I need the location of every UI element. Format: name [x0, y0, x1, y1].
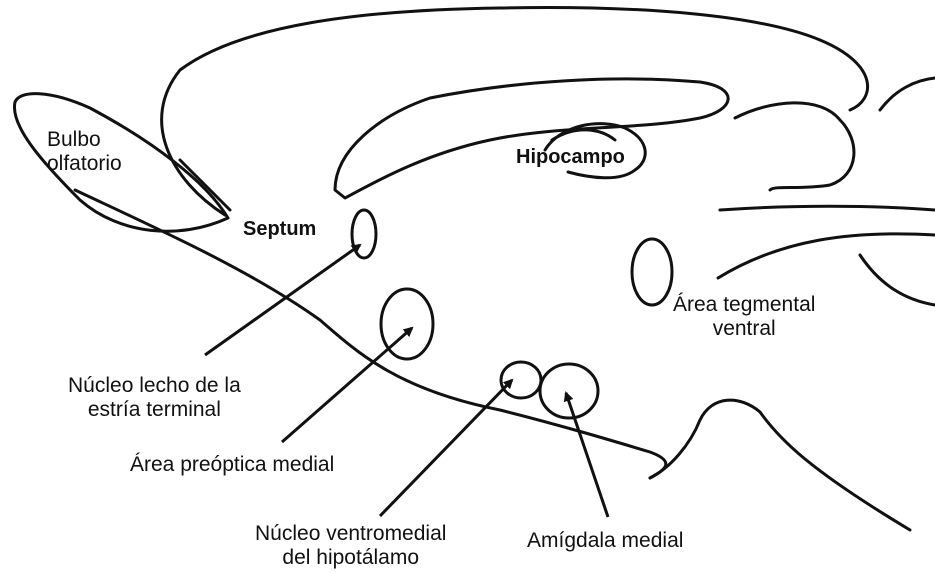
- vta-nucleus: [632, 239, 672, 305]
- corpus-callosum: [335, 79, 728, 198]
- brainstem-right-2: [860, 255, 935, 305]
- label-amigdala-medial: Amígdala medial: [527, 529, 683, 553]
- label-nucleo-lecho: Núcleo lecho de la estría terminal: [68, 374, 241, 422]
- label-area-tegmental: Área tegmental ventral: [673, 293, 815, 341]
- label-hipocampo: Hipocampo: [516, 145, 625, 169]
- cortex-outline: [162, 7, 868, 215]
- label-area-preoptica: Área preóptica medial: [130, 453, 334, 477]
- pons-line-bottom: [718, 234, 935, 278]
- arrow-lecho: [205, 245, 360, 355]
- arrow-preoptica: [282, 328, 412, 442]
- label-nucleo-ventromedial: Núcleo ventromedial del hipotálamo: [255, 522, 446, 570]
- midbrain-outline: [735, 103, 854, 190]
- brain-base-outline: [75, 190, 666, 478]
- pons-line-top: [720, 206, 935, 210]
- amygdala-nucleus: [540, 364, 598, 418]
- brain-base-outline-2: [650, 400, 910, 530]
- septum-nucleus: [352, 210, 376, 258]
- label-septum: Septum: [243, 217, 316, 241]
- label-bulbo-olfatorio: Bulbo olfatorio: [47, 128, 122, 176]
- ventromedial-nucleus: [501, 362, 541, 398]
- brainstem-right: [880, 78, 935, 110]
- arrow-ventromedial: [380, 380, 512, 516]
